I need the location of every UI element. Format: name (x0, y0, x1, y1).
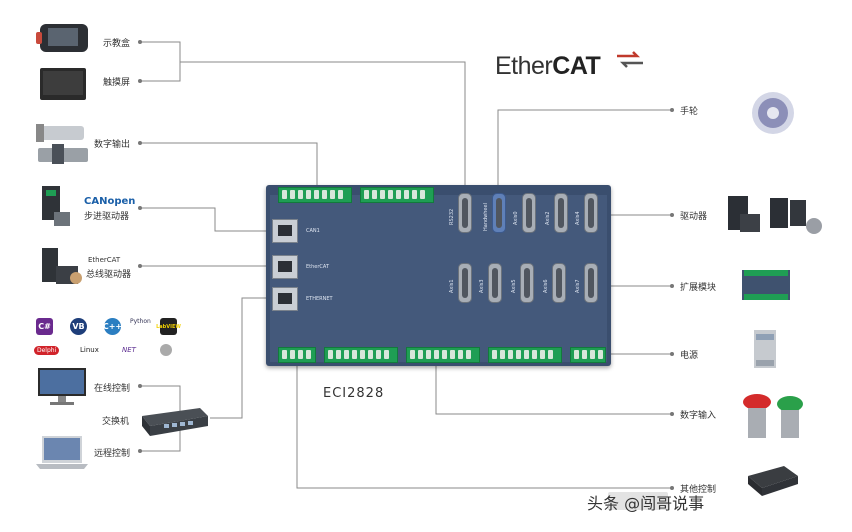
axis3-label: Axis3 (479, 279, 485, 293)
axis4-label: Axis4 (575, 211, 581, 225)
canopen-logo: CANopen (84, 196, 135, 207)
axis0-connector (522, 193, 536, 233)
delphi-icon: Delphi (34, 346, 59, 355)
handwheel-connector (492, 193, 506, 233)
label-online-control: 在线控制 (94, 381, 130, 394)
terminal-strip-top-left (278, 187, 352, 203)
cpp-icon: C++ (104, 318, 121, 335)
apple-icon (160, 344, 172, 356)
can1-port (272, 219, 298, 243)
watermark: 头条 @闯哥说事 (587, 490, 704, 514)
label-touchscreen: 触摸屏 (103, 75, 130, 88)
axis2-label: Axis2 (545, 211, 551, 225)
python-icon: Python (130, 318, 151, 325)
axis0-label: Axis0 (513, 211, 519, 225)
label-switch: 交换机 (102, 414, 129, 427)
terminal-strip-bottom-2 (324, 347, 398, 363)
ethercat-port (272, 255, 298, 279)
model-label: ECI2828 (323, 386, 384, 401)
handwheel-icon (750, 90, 796, 136)
rs232-label: RS232 (449, 209, 455, 225)
label-stepper-driver: 步进驱动器 (84, 209, 129, 222)
csharp-icon: C# (36, 318, 53, 335)
controller-board: CAN1 EtherCAT ETHERNET RS232 Handwheel A… (266, 185, 611, 366)
ethernet-port (272, 287, 298, 311)
labview-icon: LabVIEW (160, 318, 177, 335)
other-device-icon (744, 460, 800, 500)
label-teach-pendant: 示教盒 (103, 36, 130, 49)
label-power: 电源 (680, 348, 698, 361)
label-digital-output: 数字输出 (94, 137, 130, 150)
terminal-strip-bottom-1 (278, 347, 316, 363)
servo-driver-icon (40, 248, 84, 288)
axis6-label: Axis6 (543, 279, 549, 293)
can1-label: CAN1 (306, 228, 320, 234)
expansion-module-icon (742, 268, 790, 304)
dotnet-icon: NET (122, 346, 136, 354)
axis1-label: Axis1 (449, 279, 455, 293)
stepper-motor-icon (40, 186, 72, 228)
rs232-connector (458, 193, 472, 233)
terminal-strip-bottom-4 (488, 347, 562, 363)
terminal-strip-bottom-3 (406, 347, 480, 363)
axis4-connector (584, 193, 598, 233)
teach-pendant-icon (36, 22, 92, 54)
power-supply-icon (752, 330, 780, 370)
ethercat-logo: EtherCAT (495, 52, 600, 81)
touchscreen-icon (40, 68, 86, 100)
laptop-icon (36, 436, 88, 472)
ethercat-arrows-icon (615, 50, 645, 70)
terminal-strip-power (570, 347, 606, 363)
axis1-connector (458, 263, 472, 303)
push-buttons-icon (740, 392, 808, 442)
label-digital-input: 数字输入 (680, 408, 716, 421)
vb-icon: VB (70, 318, 87, 335)
terminal-strip-top-right (360, 187, 434, 203)
label-expansion-module: 扩展模块 (680, 280, 716, 293)
ethernet-port-label: ETHERNET (306, 296, 333, 302)
monitor-icon (38, 368, 86, 406)
label-driver: 驱动器 (680, 209, 707, 222)
axis5-label: Axis5 (511, 279, 517, 293)
axis7-connector (584, 263, 598, 303)
axis7-label: Axis7 (575, 279, 581, 293)
logo-text-plain: Ether (495, 52, 552, 80)
axis2-connector (554, 193, 568, 233)
linux-icon: Linux (80, 346, 99, 354)
ethercat-small-logo: EtherCAT (88, 256, 120, 264)
label-handwheel: 手轮 (680, 104, 698, 117)
ethercat-port-label: EtherCAT (306, 264, 329, 270)
axis3-connector (488, 263, 502, 303)
axis6-connector (552, 263, 566, 303)
handwheel-db-label: Handwheel (483, 203, 489, 231)
label-remote-control: 远程控制 (94, 446, 130, 459)
servo-drives-icon (726, 192, 826, 240)
axis5-connector (520, 263, 534, 303)
network-switch-icon (138, 402, 210, 438)
label-bus-driver: 总线驱动器 (86, 267, 131, 280)
pneumatic-valve-icon (34, 122, 94, 166)
logo-text-bold: CAT (552, 52, 600, 80)
